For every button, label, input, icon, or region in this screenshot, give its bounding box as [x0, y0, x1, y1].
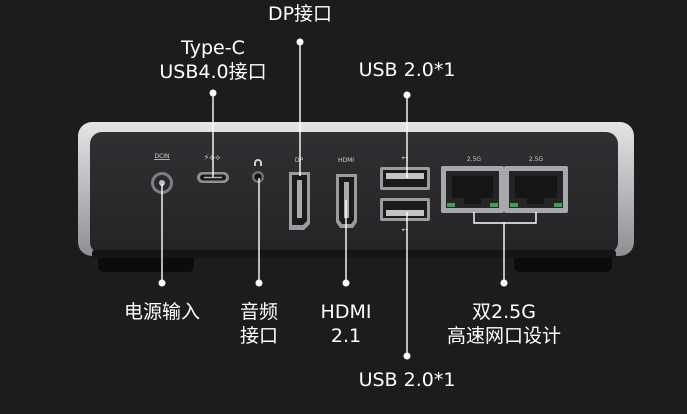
svg-text:⚡⟡⟢: ⚡⟡⟢ — [204, 153, 221, 162]
label-typec-line2: USB4.0接口 — [159, 61, 267, 83]
svg-text:⭠: ⭠ — [401, 153, 408, 163]
label-audio-line1: 音频 — [239, 301, 278, 323]
power-port: DCIN — [151, 153, 173, 194]
dp-port: DP — [289, 157, 310, 230]
usb-port-bottom: ⭠ — [380, 198, 430, 235]
label-audio-line2: 接口 — [239, 325, 278, 347]
port-tag-lan2: 2.5G — [529, 156, 544, 163]
label-hdmi-line1: HDMI — [320, 301, 372, 323]
label-power: 电源输入 — [123, 301, 200, 323]
label-lan-line2: 高速网口设计 — [446, 325, 561, 347]
device-base — [92, 250, 616, 258]
lan-port-2: 2.5G — [504, 156, 568, 213]
label-usb-top: USB 2.0*1 — [358, 59, 456, 81]
svg-text:⭠: ⭠ — [401, 225, 408, 235]
typec-port: ⚡⟡⟢ — [197, 153, 229, 183]
usb-port-top: ⭠ — [380, 153, 430, 190]
label-hdmi: HDMI 2.1 — [306, 300, 386, 348]
port-tag-hdmi: HDMI — [338, 157, 354, 164]
label-lan: 双2.5G 高速网口设计 — [430, 300, 578, 348]
label-typec-line1: Type-C — [181, 37, 245, 59]
audio-port — [252, 159, 264, 183]
label-lan-line1: 双2.5G — [472, 301, 536, 323]
label-hdmi-line2: 2.1 — [330, 325, 362, 347]
port-tag-dcin: DCIN — [154, 153, 169, 160]
label-audio: 音频 接口 — [224, 300, 294, 348]
port-tag-dp: DP — [295, 157, 304, 164]
port-tag-lan1: 2.5G — [467, 156, 482, 163]
lan-port-1: 2.5G — [441, 156, 504, 213]
label-usb-bottom: USB 2.0*1 — [358, 369, 456, 391]
label-dp: DP接口 — [267, 3, 333, 25]
callout-lines — [158, 38, 537, 360]
label-typec: Type-C USB4.0接口 — [145, 36, 281, 84]
